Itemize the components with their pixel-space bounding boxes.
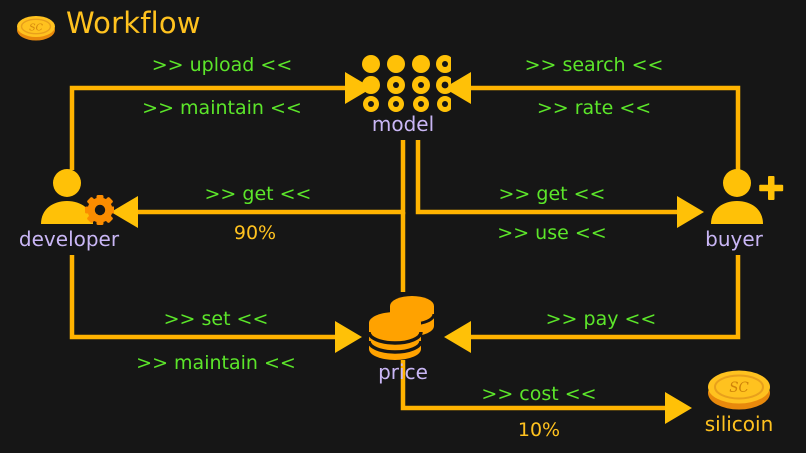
edge-label-upload: >> upload << <box>151 54 293 76</box>
svg-text:SC: SC <box>29 22 44 33</box>
edge-label-get-right: >> get << <box>498 183 606 205</box>
node-silicoin[interactable]: SC silicoin <box>704 366 774 436</box>
edge-label-get-left: >> get << <box>204 183 312 205</box>
node-label-silicoin: silicoin <box>704 412 774 436</box>
svg-text:SC: SC <box>729 380 749 396</box>
edge-label-10-percent: 10% <box>517 419 561 441</box>
node-developer[interactable]: developer <box>19 168 119 251</box>
edge-developer-to-price <box>69 255 362 353</box>
silicoin-coin-icon: SC <box>708 370 770 410</box>
edge-price-to-silicoin <box>400 360 692 424</box>
neural-net-grid-icon <box>362 55 454 112</box>
edge-label-set: >> set << <box>163 308 269 330</box>
edge-buyer-to-price <box>444 255 741 353</box>
user-gear-icon <box>41 169 115 225</box>
edge-label-90-percent: 90% <box>233 222 277 244</box>
edge-label-pay: >> pay << <box>545 308 657 330</box>
coin-stack-icon <box>367 296 436 360</box>
page-title: Workflow <box>66 6 201 40</box>
node-label-model: model <box>371 112 435 136</box>
node-label-developer: developer <box>18 227 120 251</box>
edge-label-cost: >> cost << <box>481 383 597 405</box>
edge-label-maintain-top: >> maintain << <box>142 97 302 119</box>
edge-label-rate: >> rate << <box>536 97 652 119</box>
user-plus-icon <box>711 169 784 224</box>
silicoin-coin-icon: SC <box>17 16 55 41</box>
node-model[interactable]: model <box>355 52 454 136</box>
edge-label-search: >> search << <box>524 54 664 76</box>
edge-model-to-buyer <box>415 140 704 228</box>
node-price[interactable]: price <box>364 292 442 384</box>
node-buyer[interactable]: buyer <box>705 168 784 251</box>
edge-developer-to-model <box>69 72 372 170</box>
edge-buyer-to-model <box>444 72 741 170</box>
node-label-buyer: buyer <box>705 227 763 251</box>
edge-label-maintain-bottom: >> maintain << <box>136 352 296 374</box>
node-label-price: price <box>378 360 428 384</box>
edge-label-use: >> use << <box>497 222 607 244</box>
